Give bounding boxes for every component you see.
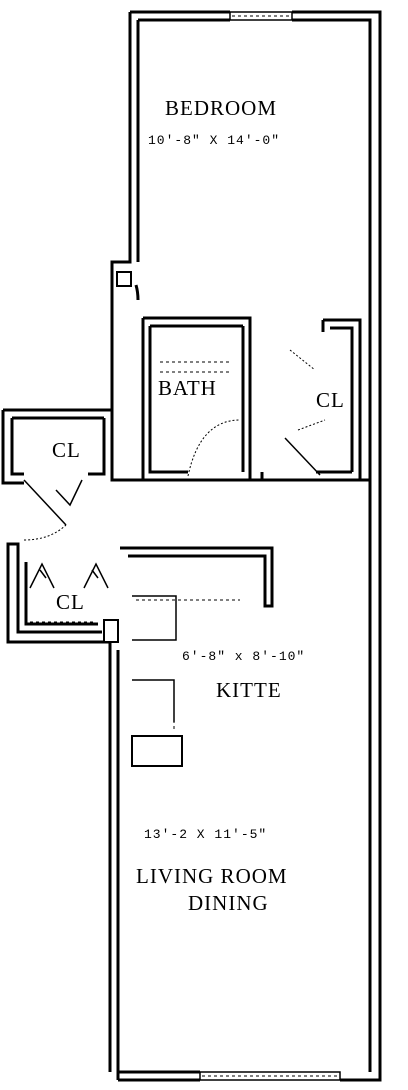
kitchen-fixtures	[103, 595, 240, 767]
exterior-walls	[6, 10, 382, 1082]
kitchen-small-cabinet	[103, 619, 119, 643]
kitchen-dimensions: 6'-8" x 8'-10"	[182, 649, 306, 664]
living-dimensions: 13'-2 X 11'-5"	[144, 827, 268, 842]
closet-left-walls	[1, 398, 143, 541]
kitchen-label: KITTE	[216, 678, 282, 702]
windows	[130, 10, 341, 1081]
living-label-line2: DINING	[188, 891, 269, 915]
closet-right-label: CL	[316, 388, 345, 412]
bath-walls	[141, 316, 252, 482]
bedroom-label: BEDROOM	[165, 96, 278, 120]
bedroom-dimensions: 10'-8" X 14'-0"	[148, 133, 281, 148]
chase-square	[116, 271, 132, 287]
closet-left-label: CL	[52, 438, 81, 462]
closet-right-walls	[250, 318, 370, 482]
closet-lower-label: CL	[56, 590, 85, 614]
hall-walls	[120, 478, 316, 608]
living-label-line1: LIVING ROOM	[136, 864, 288, 888]
closet-lower-walls	[10, 542, 109, 634]
bath-label: BATH	[158, 376, 217, 400]
